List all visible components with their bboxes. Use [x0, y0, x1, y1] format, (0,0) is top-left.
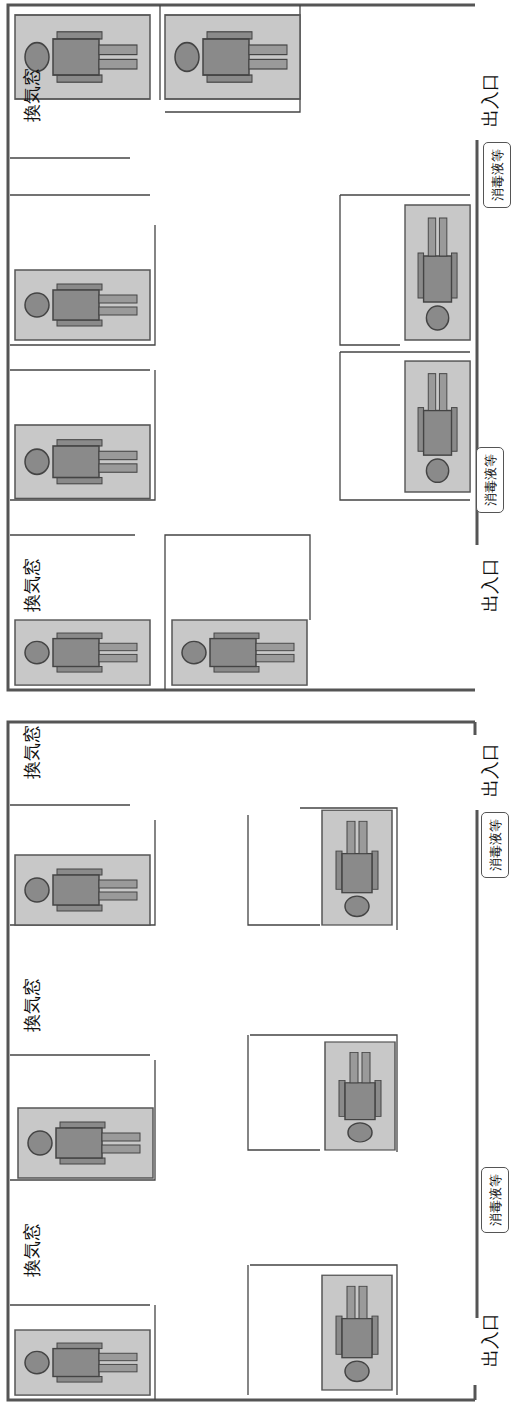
room-label: 換気窓 — [20, 558, 44, 612]
walls — [8, 5, 477, 1400]
room-label: 出入口 — [478, 1313, 502, 1367]
room-label: 換気窓 — [20, 68, 44, 122]
room-label: 換気窓 — [20, 725, 44, 779]
room-label: 換気窓 — [20, 978, 44, 1032]
room-label: 出入口 — [478, 73, 502, 127]
supply-text: 消毒液等 — [490, 149, 505, 201]
supply-box: 消毒液等 — [483, 142, 511, 208]
room-label: 出入口 — [478, 743, 502, 797]
supply-box: 消毒液等 — [481, 812, 509, 878]
supply-box: 消毒液等 — [476, 447, 504, 513]
patient-beds — [15, 15, 470, 1395]
supply-text: 消毒液等 — [488, 819, 503, 871]
supply-text: 消毒液等 — [483, 454, 498, 506]
supply-text: 消毒液等 — [488, 1174, 503, 1226]
supply-box: 消毒液等 — [481, 1167, 509, 1233]
room-label: 出入口 — [478, 558, 502, 612]
partitions — [10, 5, 470, 1400]
room-label: 換気窓 — [20, 1223, 44, 1277]
